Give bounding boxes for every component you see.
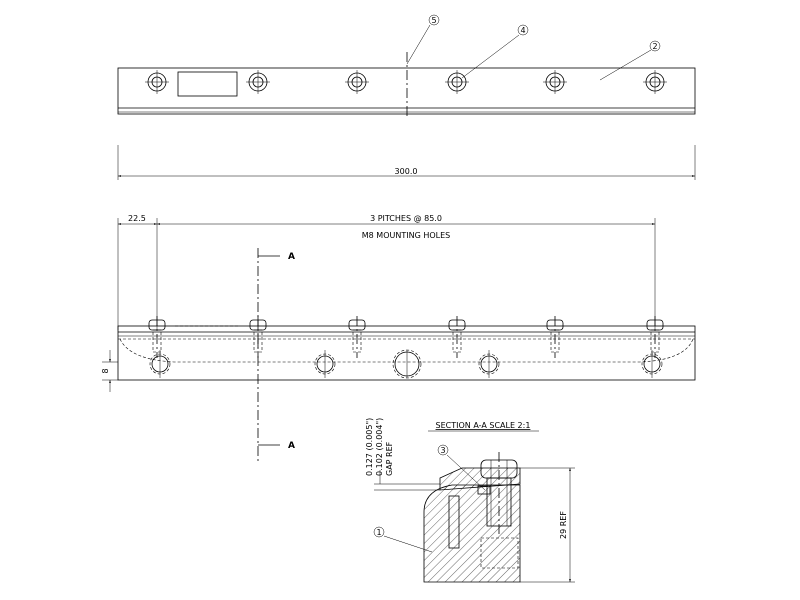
balloon-2-label: 2 [652, 42, 657, 51]
section-cut-line: A A [257, 248, 295, 462]
front-view-outline [117, 325, 696, 381]
top-view: 5 4 2 [117, 14, 696, 118]
section-title: SECTION A-A SCALE 2:1 [436, 421, 531, 430]
top-rail [439, 467, 521, 491]
overall-length-text: 300.0 [395, 167, 418, 176]
balloon-1 [373, 526, 385, 538]
section-label-bottom: A [288, 441, 295, 451]
pitch-dimensions: 22.5 3 PITCHES @ 85.0 M8 MOUNTING HOLES [117, 214, 656, 330]
front-view-holes [149, 349, 663, 379]
counterbore [480, 537, 519, 569]
top-view-outline [117, 67, 696, 115]
balloon-4-label: 4 [520, 26, 525, 35]
hole-height-dimension: 8 [101, 350, 118, 392]
hole-height-text: 8 [101, 368, 110, 373]
label-plate [177, 71, 238, 97]
retainer [477, 485, 491, 495]
top-view-holes [145, 70, 667, 94]
front-view [117, 316, 696, 381]
balloon-3-leader [446, 454, 486, 491]
balloon-1-leader [383, 535, 433, 553]
balloon-4 [517, 24, 529, 36]
balloon-1-label: 1 [376, 528, 381, 537]
balloon-3-label: 3 [440, 446, 445, 455]
first-pitch-text: 22.5 [128, 214, 146, 223]
pitch-spacing-text: 3 PITCHES @ 85.0 [370, 214, 442, 223]
front-hidden-profile [119, 338, 694, 363]
balloon-4-leader [461, 34, 520, 79]
gap-ref-text-1: 0.127 (0.005") [365, 418, 374, 476]
balloon-2 [649, 40, 661, 52]
balloon-2-leader [599, 49, 652, 81]
gap-ref-text-2: 0.102 (0.004") [375, 418, 384, 476]
section-view: SECTION A-A SCALE 2:1 0.127 (0.005") 0.1… [365, 418, 575, 583]
section-label-top: A [288, 252, 295, 262]
gap-ref-text-3: GAP REF [385, 441, 394, 476]
balloon-5-leader [406, 24, 431, 65]
slot [448, 495, 460, 549]
balloon-5-label: 5 [431, 16, 436, 25]
section-height-text: 29 REF [559, 511, 568, 539]
base-block [423, 484, 521, 583]
balloon-3 [437, 444, 449, 456]
overall-length-dimension: 300.0 [117, 145, 696, 180]
mounting-holes-text: M8 MOUNTING HOLES [362, 231, 450, 240]
front-view-screws [148, 316, 664, 358]
balloon-5 [428, 14, 440, 26]
